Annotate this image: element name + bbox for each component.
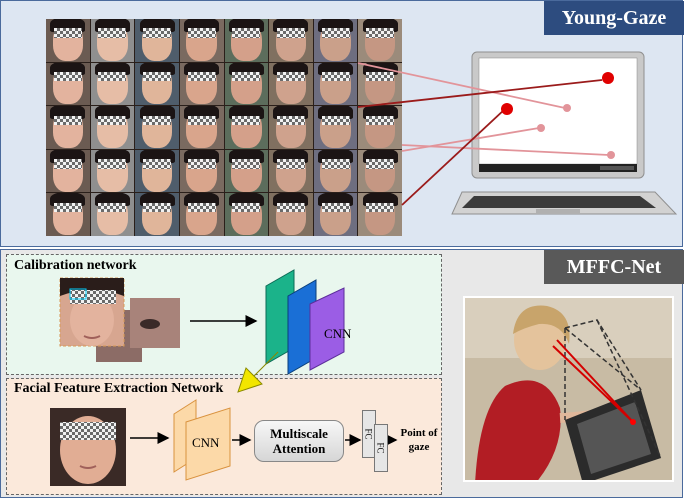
input-face-image [50, 408, 126, 486]
face-thumbnail [46, 62, 90, 106]
face-thumbnail [224, 106, 269, 149]
face-thumbnail [269, 62, 313, 106]
child-laptop-photo [463, 296, 674, 482]
feature-cnn-block [173, 399, 231, 481]
face-thumbnail [46, 193, 90, 236]
face-thumbnail [313, 106, 358, 149]
gaze-points [501, 72, 615, 159]
face-thumbnail [313, 19, 358, 62]
point-of-gaze-output: Point of gaze [396, 426, 442, 454]
face-thumbnail [135, 149, 179, 193]
face-thumbnail [179, 193, 224, 236]
face-thumbnail [135, 19, 179, 62]
output-label-line2: gaze [408, 441, 430, 453]
fc-layer-2: FC [374, 424, 388, 472]
calibration-cnn-label: CNN [324, 326, 352, 341]
face-thumbnail [313, 193, 358, 236]
gaze-point [537, 124, 545, 132]
output-label-line1: Point of [400, 427, 438, 439]
face-thumbnail [224, 149, 269, 193]
calibration-network-label: Calibration network [14, 258, 137, 273]
face-thumbnail [313, 62, 358, 106]
gaze-line [401, 108, 506, 206]
face-thumbnail [224, 19, 269, 62]
face-thumbnail [179, 106, 224, 149]
face-thumbnail [135, 193, 179, 236]
face-thumbnail [224, 193, 269, 236]
face-thumbnail [135, 106, 179, 149]
face-thumbnail [90, 106, 135, 149]
face-thumbnail [358, 193, 402, 236]
face-thumbnail [46, 106, 90, 149]
face-thumbnail [46, 149, 90, 193]
gaze-point [607, 151, 615, 159]
feature-cnn-label: CNN [192, 435, 220, 450]
face-thumbnail [46, 19, 90, 62]
face-thumbnail [90, 19, 135, 62]
gaze-line [357, 79, 603, 108]
gaze-point [602, 72, 614, 84]
face-thumbnail [358, 149, 402, 193]
face-thumbnail [179, 19, 224, 62]
mffc-net-title: MFFC-Net [544, 250, 684, 284]
face-thumbnail [224, 62, 269, 106]
calibration-cnn-block [265, 269, 345, 375]
face-thumbnail [90, 62, 135, 106]
feature-extraction-label: Facial Feature Extraction Network [14, 381, 224, 396]
face-thumbnail [90, 193, 135, 236]
gaze-line [357, 62, 566, 109]
transfer-arrow-icon [237, 351, 279, 393]
face-thumbnail [358, 106, 402, 149]
face-thumbnail [269, 106, 313, 149]
face-thumbnail [269, 19, 313, 62]
face-thumbnail [90, 149, 135, 193]
face-thumbnail [179, 62, 224, 106]
attention-label-line2: Attention [272, 441, 326, 456]
face-thumbnail [135, 62, 179, 106]
gaze-line [401, 127, 540, 152]
attention-label-line1: Multiscale [270, 426, 328, 441]
gaze-point [563, 104, 571, 112]
gaze-line [401, 144, 610, 156]
face-grid [46, 19, 402, 236]
young-gaze-title: Young-Gaze [544, 1, 684, 35]
face-thumbnail [269, 149, 313, 193]
multiscale-attention-block: Multiscale Attention [254, 420, 344, 462]
calibration-face-images [59, 277, 180, 362]
gaze-point [501, 103, 513, 115]
face-thumbnail [358, 19, 402, 62]
gaze-lines [357, 62, 610, 206]
face-thumbnail [179, 149, 224, 193]
laptop-icon [451, 51, 678, 215]
face-thumbnail [269, 193, 313, 236]
face-thumbnail [313, 149, 358, 193]
